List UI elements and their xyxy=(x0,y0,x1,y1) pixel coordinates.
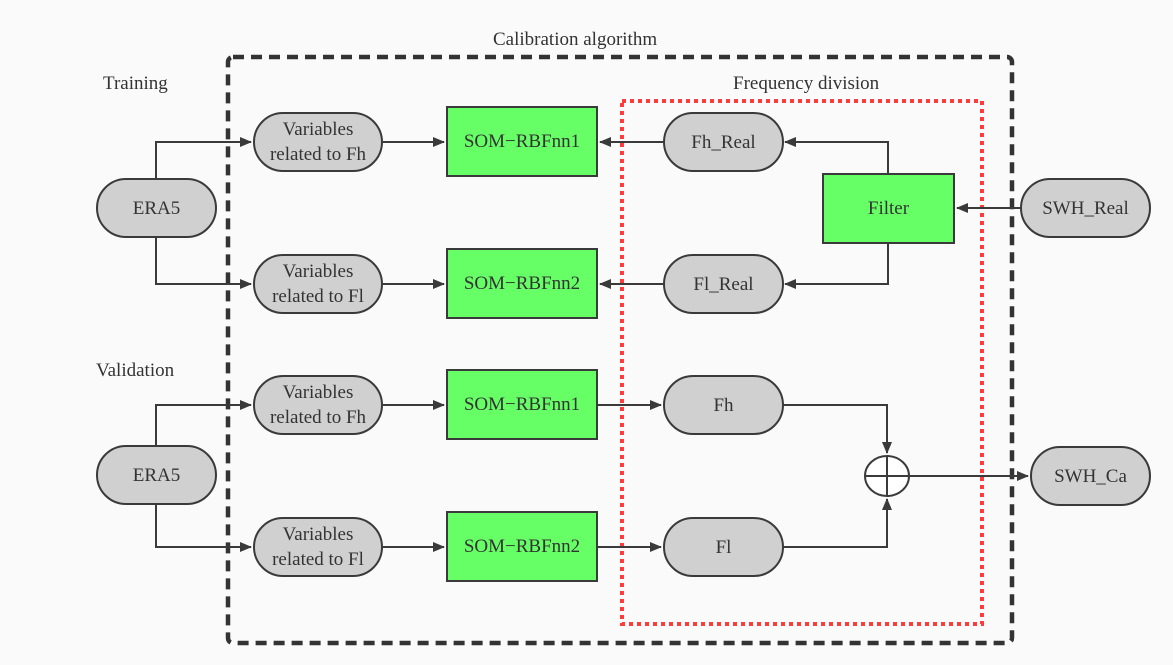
node-label: Fl xyxy=(715,536,732,558)
edge-filter-to-fl-real xyxy=(784,243,889,289)
validation-var-fl-node: Variables related to Fl xyxy=(253,517,383,577)
training-var-fh-node: Variables related to Fh xyxy=(253,112,383,172)
fh-node: Fh xyxy=(663,375,784,435)
training-era5-node: ERA5 xyxy=(96,178,217,238)
node-label: SOM−RBFnn1 xyxy=(463,131,581,152)
node-label-line1: Variables xyxy=(282,119,354,140)
edge-fl-to-sum xyxy=(783,498,892,548)
node-label-line1: Variables xyxy=(282,524,354,545)
validation-label: Validation xyxy=(96,360,175,381)
frequency-division-boundary xyxy=(620,99,984,626)
node-label-line2: related to Fh xyxy=(269,407,367,428)
node-label: ERA5 xyxy=(132,197,181,219)
validation-som-rbfnn1-node: SOM−RBFnn1 xyxy=(446,369,598,440)
validation-var-fh-node: Variables related to Fh xyxy=(253,375,383,435)
edge-filter-to-fh-real xyxy=(784,137,889,173)
node-label: SWH_Real xyxy=(1042,197,1129,219)
node-label: SWH_Ca xyxy=(1054,465,1127,487)
fh-real-node: Fh_Real xyxy=(663,112,784,172)
node-label-line1: Variables xyxy=(282,261,354,282)
edge-era5-to-var-fh-train xyxy=(155,137,252,178)
sum-junction-icon xyxy=(864,455,910,497)
swh-real-node: SWH_Real xyxy=(1020,178,1151,238)
node-label-line2: related to Fl xyxy=(272,549,364,570)
node-label: ERA5 xyxy=(132,464,181,486)
node-label-line1: Variables xyxy=(282,382,354,403)
training-var-fl-node: Variables related to Fl xyxy=(253,254,383,314)
node-label: Filter xyxy=(867,198,910,219)
calibration-algorithm-title: Calibration algorithm xyxy=(493,29,658,50)
training-som-rbfnn2-node: SOM−RBFnn2 xyxy=(446,248,598,319)
frequency-division-title: Frequency division xyxy=(733,73,880,94)
node-label-line2: related to Fl xyxy=(272,286,364,307)
swh-ca-node: SWH_Ca xyxy=(1030,446,1151,506)
node-label: Fh xyxy=(713,394,734,416)
edge-era5-to-var-fl-val xyxy=(155,505,252,552)
node-label: Fh_Real xyxy=(691,131,756,153)
validation-som-rbfnn2-node: SOM−RBFnn2 xyxy=(446,511,598,582)
fl-node: Fl xyxy=(663,517,784,577)
node-label: Fl_Real xyxy=(693,273,754,295)
node-label: SOM−RBFnn1 xyxy=(463,394,581,415)
calibration-algorithm-boundary xyxy=(225,54,1015,646)
node-label-line2: related to Fh xyxy=(269,144,367,165)
node-label: SOM−RBFnn2 xyxy=(463,536,581,557)
edge-era5-to-var-fl-train xyxy=(155,238,252,289)
edge-fh-to-sum xyxy=(783,404,892,454)
validation-era5-node: ERA5 xyxy=(96,445,217,505)
node-label: SOM−RBFnn2 xyxy=(463,273,581,294)
edge-era5-to-var-fh-val xyxy=(155,400,252,445)
filter-node: Filter xyxy=(822,173,955,244)
training-som-rbfnn1-node: SOM−RBFnn1 xyxy=(446,106,598,177)
fl-real-node: Fl_Real xyxy=(663,254,784,314)
training-label: Training xyxy=(103,73,168,94)
